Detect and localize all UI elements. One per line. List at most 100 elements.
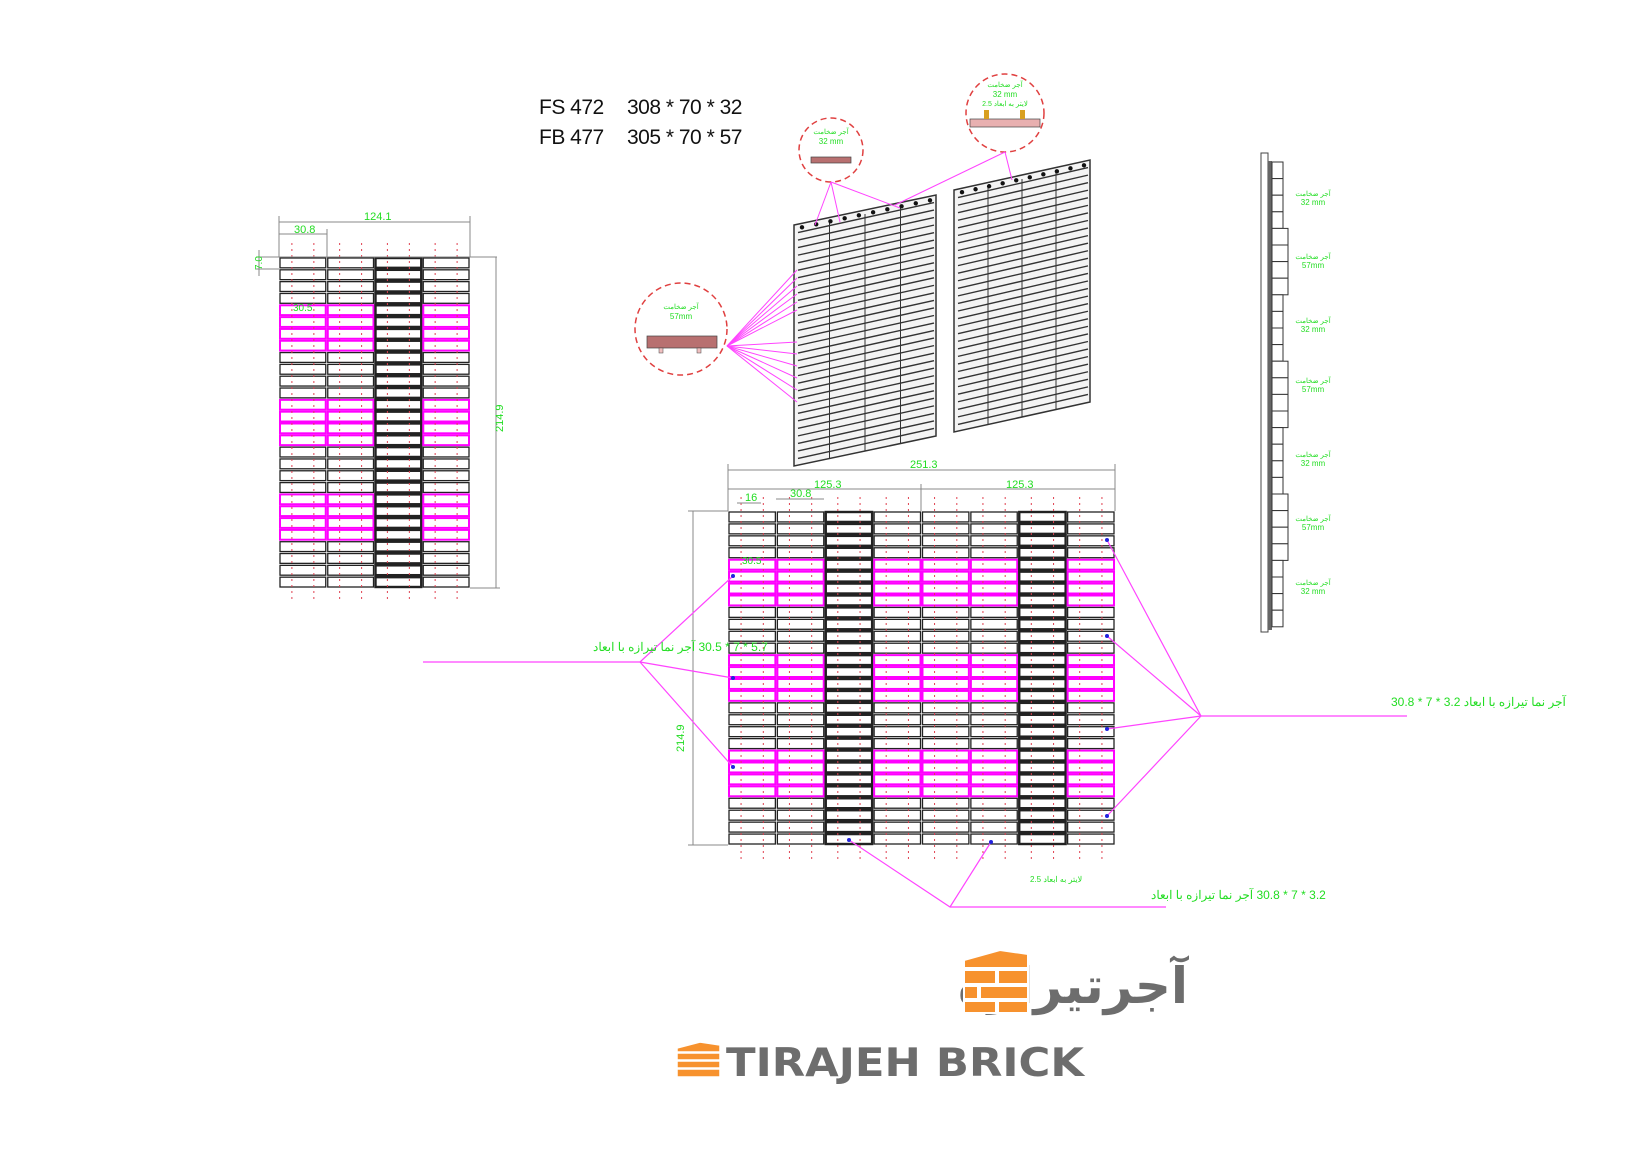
brick [279,493,327,506]
brick [921,630,970,642]
brick [279,257,327,269]
brick-profile [1271,476,1284,495]
tie-dot [885,207,890,212]
brick [824,749,874,762]
brick [422,363,470,375]
tie-dot [1000,181,1005,186]
brick [970,618,1018,630]
brick [921,797,970,809]
brick [728,761,777,774]
brick [873,749,922,762]
brick [1018,534,1067,547]
brick [1066,570,1115,583]
brick [1018,510,1067,524]
brick-logo-icon [963,948,1029,1014]
brick [374,528,423,541]
brick [728,678,777,690]
brick [728,737,777,750]
brick [279,434,327,447]
brick [921,523,970,535]
brick-course [957,212,1089,244]
brick [1018,785,1067,798]
brick [873,821,922,833]
brick [776,511,825,523]
brick [327,257,375,269]
brick [374,375,423,388]
brick [873,809,922,821]
tie-dot [799,225,805,230]
leader-line [830,181,901,209]
brick [728,535,777,547]
brick [326,422,375,435]
brick [921,642,970,654]
brick [969,570,1019,583]
leader-line [1004,151,1013,181]
brick-course [797,390,935,422]
brick [327,458,375,470]
brick [1018,773,1067,786]
callout-right-label: آجر نما تیرازه با ابعاد 3.2 * 7 * 30.8 [1391,694,1567,709]
side-label-title: آجر ضخامت [1295,251,1331,261]
brick [327,363,375,375]
brick [873,582,922,595]
detail-1-value: 32 mm [819,137,844,146]
brick [327,552,375,565]
brick [374,268,423,281]
brick [824,785,874,798]
brick [969,654,1019,667]
brick [728,523,777,535]
brick [921,726,970,738]
brick-profile [1271,310,1284,329]
brick-course [797,247,935,279]
brick [970,523,1018,535]
brick [873,689,922,702]
brick [969,749,1019,762]
brick [422,470,470,482]
main-half-dim-1: 125.3 [814,479,842,491]
brick [824,737,874,750]
brick [776,523,825,535]
brick-course [957,378,1089,410]
brick [374,505,423,518]
brick [824,534,874,547]
brick [374,292,423,305]
brick [1066,702,1115,714]
brick [873,761,922,774]
brick-profile [1271,377,1289,395]
brick-course [797,277,935,309]
brick-profile [1271,609,1284,628]
brick [824,725,874,738]
tie-dot [899,204,904,209]
brick [279,517,327,529]
tie-dot [1041,172,1046,177]
left-inner-dim: 30.5 [293,303,313,314]
brick [970,511,1018,523]
brick-course [957,166,1089,199]
brick [279,351,327,364]
brick [776,570,825,583]
brick [422,387,470,399]
brick-profile [1271,344,1284,362]
brick [970,702,1018,714]
brick [1066,606,1115,619]
brick-course [957,242,1089,274]
header-dims-2: 305 * 70 * 57 [627,126,742,149]
brick [279,339,327,352]
brick [279,505,327,518]
brick [374,516,423,530]
tie-dot [959,190,965,195]
brick-course [957,355,1089,388]
brick-course [797,224,935,256]
leader-line [726,345,798,391]
brick [422,576,470,588]
brick [970,642,1018,654]
leader-line [726,277,798,347]
brick [969,773,1019,786]
brick [1018,582,1067,595]
brick [728,785,777,798]
header-dims-1: 308 * 70 * 32 [627,96,742,119]
brick-course [797,337,935,369]
brick [969,678,1019,690]
brick [422,517,470,529]
detail-leaders [726,151,1013,403]
